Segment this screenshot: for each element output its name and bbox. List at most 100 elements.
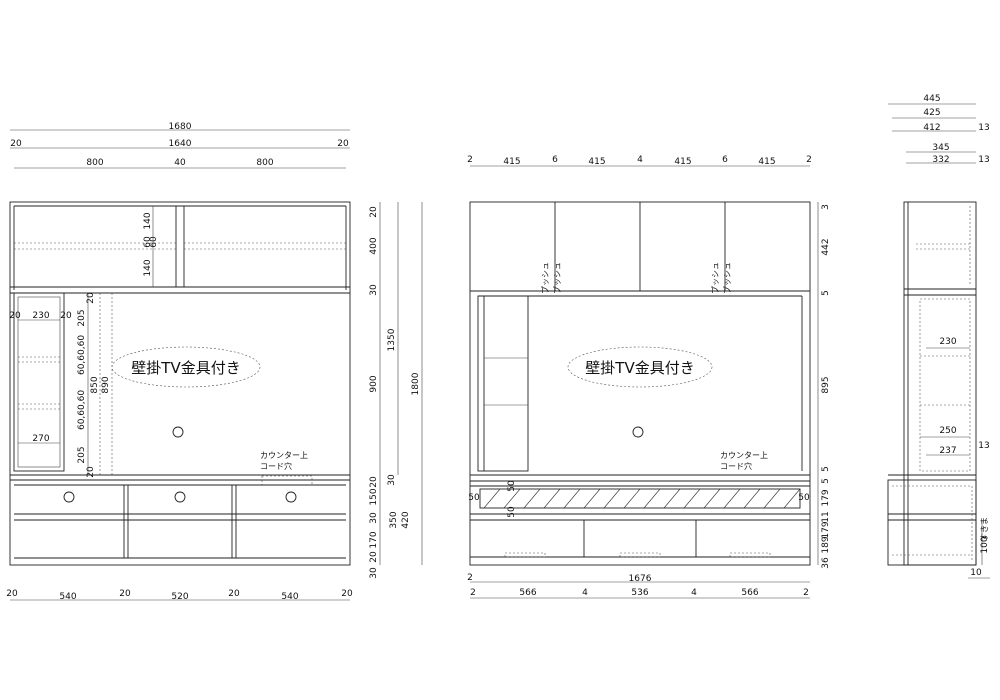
dim-side-10: 10 [970, 568, 982, 578]
dim-top30: 30 [387, 474, 397, 486]
dim-r-179b: 179 [821, 521, 831, 538]
dim-shelf-60a: 60 [143, 236, 153, 248]
wall-mount-ellipse [567, 346, 713, 388]
drawer-knob-icon [285, 491, 297, 503]
dim-niche-850: 850 [90, 376, 100, 393]
door-elevation-view: 2 415 6 415 4 415 6 415 2 プッシュ プッシュ プッシュ… [467, 155, 831, 599]
dim-drawer-h: 150 [369, 488, 379, 505]
dim-overall-width: 1680 [169, 122, 192, 132]
dim-r-895: 895 [821, 376, 831, 393]
dim-r-189: 189 [821, 536, 831, 553]
dim-mid-board: 30 [369, 284, 379, 296]
dim-side-237: 237 [939, 446, 956, 456]
dim-bottom-side-left: 20 [6, 589, 18, 599]
dim-b-566b: 566 [741, 588, 758, 598]
dim-side-13b: 13 [978, 155, 989, 165]
dim-bottom-w2: 520 [171, 592, 188, 602]
dim-r-442: 442 [821, 238, 831, 255]
dim-niche-20c: 20 [86, 292, 96, 304]
dim-niche-890: 890 [101, 376, 111, 393]
front-elevation-view: 1680 20 1640 20 800 40 800 140 60 60 140 [6, 122, 423, 602]
dim-door-415d: 415 [758, 157, 775, 167]
dim-flap-50c: 50 [507, 480, 517, 492]
push-note: プッシュ [553, 262, 562, 294]
dim-bottom-div2: 20 [228, 589, 240, 599]
dim-side-332: 332 [932, 155, 949, 165]
wall-mount-note: 壁掛TV金具付き [131, 359, 240, 377]
dim-bottom-w3: 540 [281, 592, 298, 602]
drawer-knob-icon [174, 491, 186, 503]
dim-shelf-140a: 140 [143, 212, 153, 229]
wall-mount-note: 壁掛TV金具付き [585, 359, 694, 377]
dim-side-13c: 13 [978, 441, 989, 451]
dim-niche-20d: 20 [86, 466, 96, 478]
dim-b-566a: 566 [519, 588, 536, 598]
dim-b-overall-2: 2 [467, 573, 473, 583]
dim-b-2b: 2 [803, 588, 809, 598]
dim-r-36: 36 [821, 557, 831, 569]
dim-door-2a: 2 [467, 155, 473, 165]
side-section-view: 445 425 412 13 345 332 13 230 250 237 13 [887, 94, 990, 579]
dim-b-4a: 4 [582, 588, 588, 598]
dim-side-445: 445 [923, 94, 940, 104]
dim-bottom-div1: 20 [119, 589, 131, 599]
push-note: プッシュ [723, 262, 732, 294]
dim-side-412: 412 [923, 123, 940, 133]
dim-side-230: 230 [939, 337, 956, 347]
dim-r-5b: 5 [821, 466, 831, 472]
dim-r-5c: 5 [821, 478, 831, 484]
dim-door-415b: 415 [588, 157, 605, 167]
door-left-niche [477, 295, 529, 472]
dim-niche-205a: 205 [77, 309, 87, 326]
counter-top-note: カウンター上 [720, 451, 768, 460]
dim-shelf-140b: 140 [143, 259, 153, 276]
dim-door-6b: 6 [722, 155, 728, 165]
front-carcass [9, 201, 351, 566]
dim-shelf-60b: 60 [149, 236, 159, 248]
dim-bottom-side-right: 20 [341, 589, 353, 599]
drawer-knob-icon [63, 491, 75, 503]
dim-upper-left: 800 [86, 158, 103, 168]
cord-hole-mark [172, 426, 184, 438]
dim-side-345: 345 [932, 143, 949, 153]
dim-door-415a: 415 [503, 157, 520, 167]
dim-inner-width: 1640 [169, 139, 192, 149]
dim-flap-50d: 50 [507, 506, 517, 518]
dim-b-1676: 1676 [629, 574, 652, 584]
side-carcass [903, 201, 977, 566]
dim-door-2b: 2 [806, 155, 812, 165]
dim-niche-20b: 20 [60, 311, 72, 321]
counter-top-note: カウンター上 [260, 451, 308, 460]
dim-flap-50b: 50 [798, 493, 810, 503]
dim-lower-total-b: 420 [401, 511, 411, 528]
dim-niche-60s: 60,60,60 [77, 335, 87, 375]
dim-plinth: 30 [369, 567, 379, 579]
dim-r-11: 11 [821, 511, 831, 522]
dim-counter-board: 20 [369, 476, 379, 488]
cord-hole-mark [632, 426, 644, 438]
dim-niche-60s-b: 60,60,60 [77, 390, 87, 430]
dim-upper-h: 400 [369, 237, 379, 254]
dim-side-left: 20 [10, 139, 22, 149]
dim-door-4: 4 [637, 155, 643, 165]
dim-side-13a: 13 [978, 123, 989, 133]
dim-r-3: 3 [821, 204, 831, 210]
dim-upper-right: 800 [256, 158, 273, 168]
wall-mount-ellipse [111, 346, 261, 388]
dim-b-4b: 4 [691, 588, 697, 598]
dim-b-2a: 2 [470, 588, 476, 598]
dim-r-5a: 5 [821, 290, 831, 296]
dim-lower-total-a: 350 [389, 511, 399, 528]
dim-niche-230: 230 [32, 311, 49, 321]
cord-hole-note: コード穴 [720, 461, 752, 471]
dim-lower-h: 170 [369, 531, 379, 548]
dim-total-height: 1800 [411, 372, 421, 395]
dim-total-upper: 1350 [387, 328, 397, 351]
dim-tv-h: 900 [369, 375, 379, 392]
dim-door-6a: 6 [552, 155, 558, 165]
side-overhang-note: すきま [980, 517, 989, 541]
dim-niche-270: 270 [32, 434, 49, 444]
dim-top-board: 20 [369, 206, 379, 218]
dim-side-250: 250 [939, 426, 956, 436]
